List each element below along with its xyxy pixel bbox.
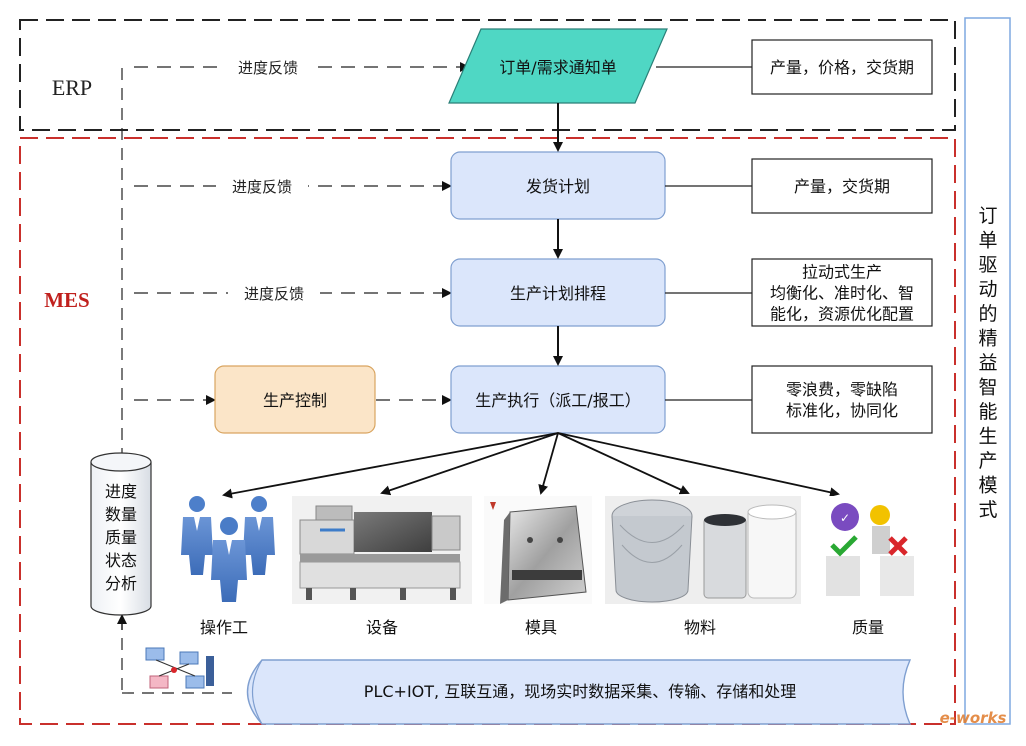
- resource-label-material: 物料: [684, 618, 716, 637]
- attr-line: 零浪费，零缺陷: [786, 380, 898, 399]
- feedback-label-bg: [216, 175, 308, 197]
- side-title-char: 模: [978, 475, 997, 497]
- feedback-label-bg: [228, 282, 320, 304]
- side-title-char: 生: [978, 426, 997, 448]
- analysis-line: 数量: [105, 505, 137, 524]
- side-title-char: 益: [978, 352, 997, 374]
- resource-label-equipment: 设备: [366, 618, 398, 637]
- erp-zone: [19, 19, 956, 131]
- side-title-char: 智: [978, 377, 997, 399]
- execution-label: 生产执行（派工/报工）: [475, 391, 640, 410]
- attr-box-scheduling: [751, 258, 933, 327]
- attr-box-delivery: [751, 158, 933, 214]
- side-title-char: 动: [978, 279, 997, 301]
- attr-box-order: [751, 39, 933, 95]
- fan-arrow-material: [557, 432, 690, 495]
- fan-arrow-quality: [557, 432, 840, 498]
- side-title-char: 精: [978, 328, 997, 350]
- material-image: [605, 496, 801, 604]
- side-title-char: 单: [978, 230, 997, 252]
- attr-box-execution: [751, 365, 933, 434]
- delivery-plan-label: 发货计划: [526, 177, 590, 196]
- order-node: [448, 28, 668, 104]
- svg-text:✓: ✓: [840, 511, 850, 525]
- fan-arrow-mold: [538, 432, 559, 495]
- attr-text-delivery: 产量，交货期: [794, 177, 890, 196]
- side-title-box: [964, 17, 1011, 725]
- attr-text-order: 产量，价格，交货期: [770, 58, 914, 77]
- side-title-char: 的: [978, 303, 997, 325]
- feedback-label-order: 进度反馈: [238, 59, 298, 77]
- feedback-label-bg: [222, 56, 314, 78]
- network-icon: [145, 647, 214, 689]
- attr-line: 标准化，协同化: [786, 401, 898, 420]
- quality-icon: ✓: [818, 496, 926, 604]
- operator-icon: [181, 496, 275, 602]
- analysis-line: 进度: [105, 482, 137, 501]
- data-layer-banner-curl: [252, 659, 263, 725]
- fan-arrow-operator: [222, 432, 559, 499]
- feedback-label-delivery: 进度反馈: [232, 178, 292, 196]
- control-label: 生产控制: [263, 391, 327, 410]
- data-layer-banner: [246, 659, 912, 725]
- side-title-char: 式: [978, 499, 997, 521]
- feedback-label-scheduling: 进度反馈: [244, 285, 304, 303]
- erp-label: ERP: [52, 75, 92, 100]
- resource-label-quality: 质量: [852, 618, 884, 637]
- attr-line: 均衡化、准时化、智: [770, 284, 914, 303]
- attr-line: 能化，资源优化配置: [770, 305, 914, 324]
- analysis-line: 状态: [105, 551, 137, 570]
- side-title-char: 订: [978, 205, 997, 227]
- order-node-label: 订单/需求通知单: [499, 58, 616, 77]
- attr-line: 拉动式生产: [802, 263, 882, 282]
- attr-line: 产量，价格，交货期: [770, 58, 914, 77]
- control-node: [214, 365, 376, 434]
- scheduling-label: 生产计划排程: [510, 284, 606, 303]
- mes-label: MES: [44, 288, 90, 312]
- analysis-line: 分析: [105, 574, 137, 593]
- side-title-char: 驱: [978, 254, 997, 276]
- analysis-line: 质量: [105, 528, 137, 547]
- mold-image: [484, 496, 592, 604]
- data-layer-label: PLC+IOT, 互联互通，现场实时数据采集、传输、存储和处理: [364, 682, 796, 701]
- equipment-image: [292, 496, 472, 604]
- resource-label-mold: 模具: [525, 618, 557, 637]
- watermark-logo: e-works: [940, 709, 1007, 727]
- analysis-cylinder: [90, 452, 152, 616]
- resource-label-operator: 操作工: [200, 618, 248, 637]
- resource-labels: 操作工 设备 模具 物料 质量: [200, 618, 884, 637]
- side-title-char: 产: [978, 450, 997, 472]
- fan-arrow-equipment: [380, 432, 559, 496]
- attr-line: 产量，交货期: [794, 177, 890, 196]
- side-title-char: 能: [978, 401, 997, 423]
